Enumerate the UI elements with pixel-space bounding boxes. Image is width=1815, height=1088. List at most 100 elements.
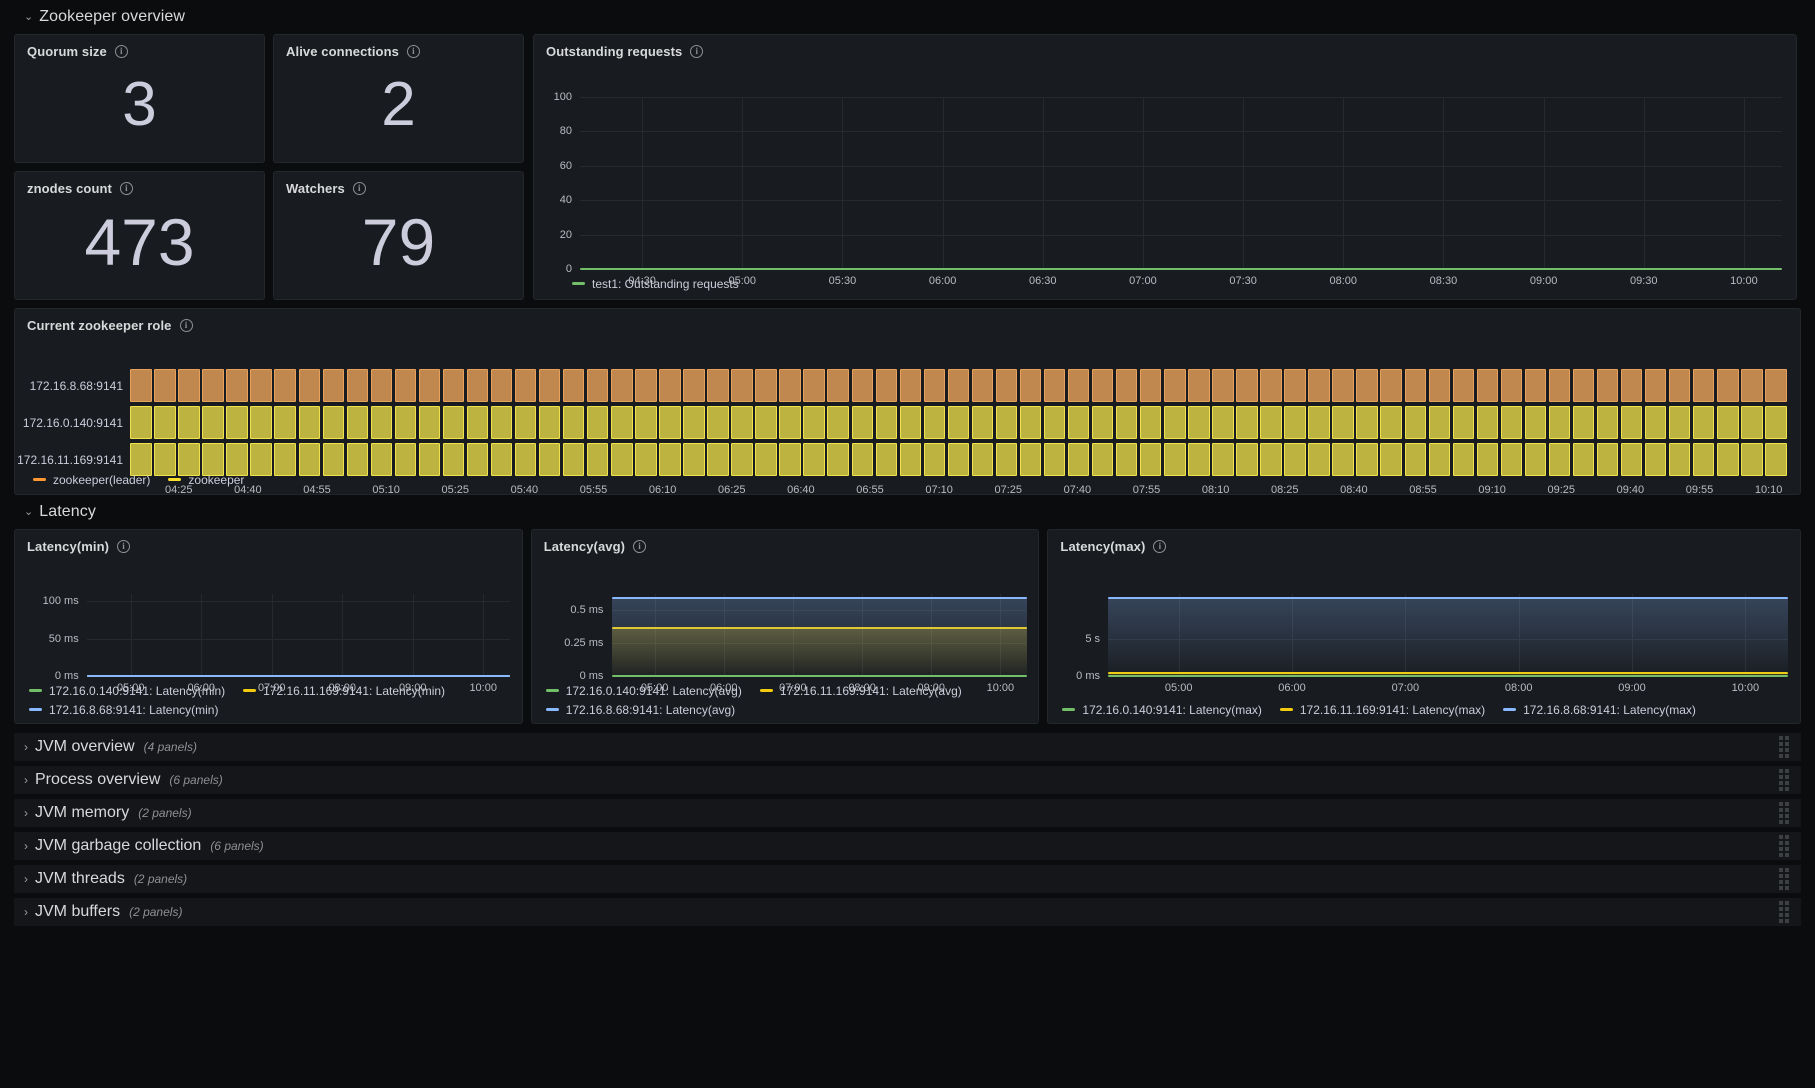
- legend-item[interactable]: 172.16.11.169:9141: Latency(avg): [759, 681, 962, 700]
- status-history-cell[interactable]: [562, 443, 585, 476]
- status-history-cell[interactable]: [1091, 406, 1114, 439]
- status-history-cell[interactable]: [971, 406, 994, 439]
- status-history-cell[interactable]: [611, 406, 633, 439]
- status-history-cell[interactable]: [154, 406, 176, 439]
- status-history-cell[interactable]: [250, 369, 272, 402]
- status-history-cell[interactable]: [635, 406, 657, 439]
- status-history-cell[interactable]: [274, 443, 296, 476]
- info-icon[interactable]: i: [690, 45, 704, 58]
- status-history-cell[interactable]: [827, 406, 849, 439]
- status-history-cell[interactable]: [1596, 443, 1619, 476]
- status-history-cell[interactable]: [1115, 406, 1138, 439]
- status-history-cell[interactable]: [130, 406, 152, 439]
- collapsed-row-header[interactable]: ›JVM garbage collection(6 panels): [14, 832, 1801, 860]
- status-history-cell[interactable]: [1476, 406, 1499, 439]
- status-history-cell[interactable]: [923, 369, 946, 402]
- status-history-cell[interactable]: [587, 443, 609, 476]
- status-history-cell[interactable]: [875, 406, 897, 439]
- status-history-cell[interactable]: [1428, 443, 1450, 476]
- drag-handle-icon[interactable]: [1779, 901, 1789, 923]
- status-history-cell[interactable]: [1043, 443, 1066, 476]
- status-history-cell[interactable]: [490, 369, 513, 402]
- status-history-cell[interactable]: [1500, 406, 1523, 439]
- status-history-cell[interactable]: [731, 406, 753, 439]
- status-history-cell[interactable]: [1164, 369, 1186, 402]
- status-history-cell[interactable]: [1741, 369, 1763, 402]
- status-history-cell[interactable]: [1188, 369, 1210, 402]
- drag-handle-icon[interactable]: [1779, 802, 1789, 824]
- status-history-cell[interactable]: [995, 369, 1018, 402]
- status-history-cell[interactable]: [971, 443, 994, 476]
- status-history-cell[interactable]: [1717, 443, 1739, 476]
- status-history-cell[interactable]: [370, 443, 393, 476]
- status-history-cell[interactable]: [202, 369, 224, 402]
- status-history-cell[interactable]: [1236, 443, 1258, 476]
- status-history-cell[interactable]: [466, 406, 489, 439]
- info-icon[interactable]: i: [406, 45, 420, 58]
- status-history-cell[interactable]: [1741, 443, 1763, 476]
- status-history-cell[interactable]: [1356, 369, 1378, 402]
- status-history-cell[interactable]: [1284, 406, 1306, 439]
- status-history-cell[interactable]: [779, 443, 801, 476]
- status-history-cell[interactable]: [490, 443, 513, 476]
- status-history-cell[interactable]: [1548, 443, 1571, 476]
- status-history-cell[interactable]: [1308, 406, 1330, 439]
- status-history-cell[interactable]: [322, 406, 344, 439]
- status-history-cell[interactable]: [1236, 406, 1258, 439]
- status-history-cell[interactable]: [1572, 443, 1595, 476]
- status-history-cell[interactable]: [226, 369, 248, 402]
- row-header-latency[interactable]: ⌄ Latency: [14, 495, 1801, 529]
- status-history-cell[interactable]: [851, 406, 873, 439]
- status-history-cell[interactable]: [851, 369, 873, 402]
- panel-current-zookeeper-role[interactable]: Current zookeeper role i 172.16.8.68:914…: [14, 308, 1801, 496]
- status-history-cell[interactable]: [1284, 369, 1306, 402]
- status-history-cell[interactable]: [1212, 443, 1234, 476]
- status-history-cell[interactable]: [755, 406, 777, 439]
- status-history-cell[interactable]: [1260, 369, 1282, 402]
- status-history-cell[interactable]: [1644, 443, 1667, 476]
- status-history-cell[interactable]: [1308, 443, 1330, 476]
- info-icon[interactable]: i: [114, 45, 128, 58]
- status-history-cell[interactable]: [178, 369, 200, 402]
- status-history-cell[interactable]: [418, 443, 441, 476]
- status-history-cell[interactable]: [538, 443, 561, 476]
- status-history-cell[interactable]: [394, 443, 417, 476]
- drag-handle-icon[interactable]: [1779, 835, 1789, 857]
- status-history-cell[interactable]: [226, 443, 248, 476]
- legend-item[interactable]: 172.16.8.68:9141: Latency(avg): [545, 700, 735, 719]
- status-history-cell[interactable]: [683, 406, 705, 439]
- status-history-cell[interactable]: [1019, 369, 1042, 402]
- status-history-cell[interactable]: [1019, 443, 1042, 476]
- collapsed-row-header[interactable]: ›Process overview(6 panels): [14, 766, 1801, 794]
- status-history-cell[interactable]: [611, 369, 633, 402]
- status-history-cell[interactable]: [1380, 406, 1402, 439]
- status-history-cell[interactable]: [875, 443, 897, 476]
- collapsed-row-header[interactable]: ›JVM threads(2 panels): [14, 865, 1801, 893]
- status-history-cell[interactable]: [1620, 443, 1643, 476]
- status-history-cell[interactable]: [707, 443, 729, 476]
- status-history-cell[interactable]: [370, 406, 393, 439]
- status-history-cell[interactable]: [1164, 406, 1186, 439]
- status-history-cell[interactable]: [1067, 443, 1090, 476]
- status-history-cell[interactable]: [1717, 369, 1739, 402]
- status-history-cell[interactable]: [1404, 443, 1426, 476]
- status-history-cell[interactable]: [130, 369, 152, 402]
- status-history-cell[interactable]: [322, 443, 344, 476]
- status-history-cell[interactable]: [1452, 369, 1475, 402]
- status-history-cell[interactable]: [1356, 406, 1378, 439]
- panel-quorum-size[interactable]: Quorum size i 3: [14, 34, 265, 163]
- status-history-cell[interactable]: [659, 406, 681, 439]
- collapsed-row-header[interactable]: ›JVM buffers(2 panels): [14, 898, 1801, 926]
- status-history-cell[interactable]: [971, 369, 994, 402]
- status-history-cell[interactable]: [1644, 406, 1667, 439]
- status-history-cell[interactable]: [250, 443, 272, 476]
- status-history-cell[interactable]: [514, 406, 537, 439]
- drag-handle-icon[interactable]: [1779, 868, 1789, 890]
- info-icon[interactable]: i: [117, 540, 131, 553]
- status-history-cell[interactable]: [1115, 369, 1138, 402]
- status-history-cell[interactable]: [731, 443, 753, 476]
- status-history-cell[interactable]: [1693, 406, 1715, 439]
- status-history-cell[interactable]: [923, 406, 946, 439]
- status-history-cell[interactable]: [1596, 369, 1619, 402]
